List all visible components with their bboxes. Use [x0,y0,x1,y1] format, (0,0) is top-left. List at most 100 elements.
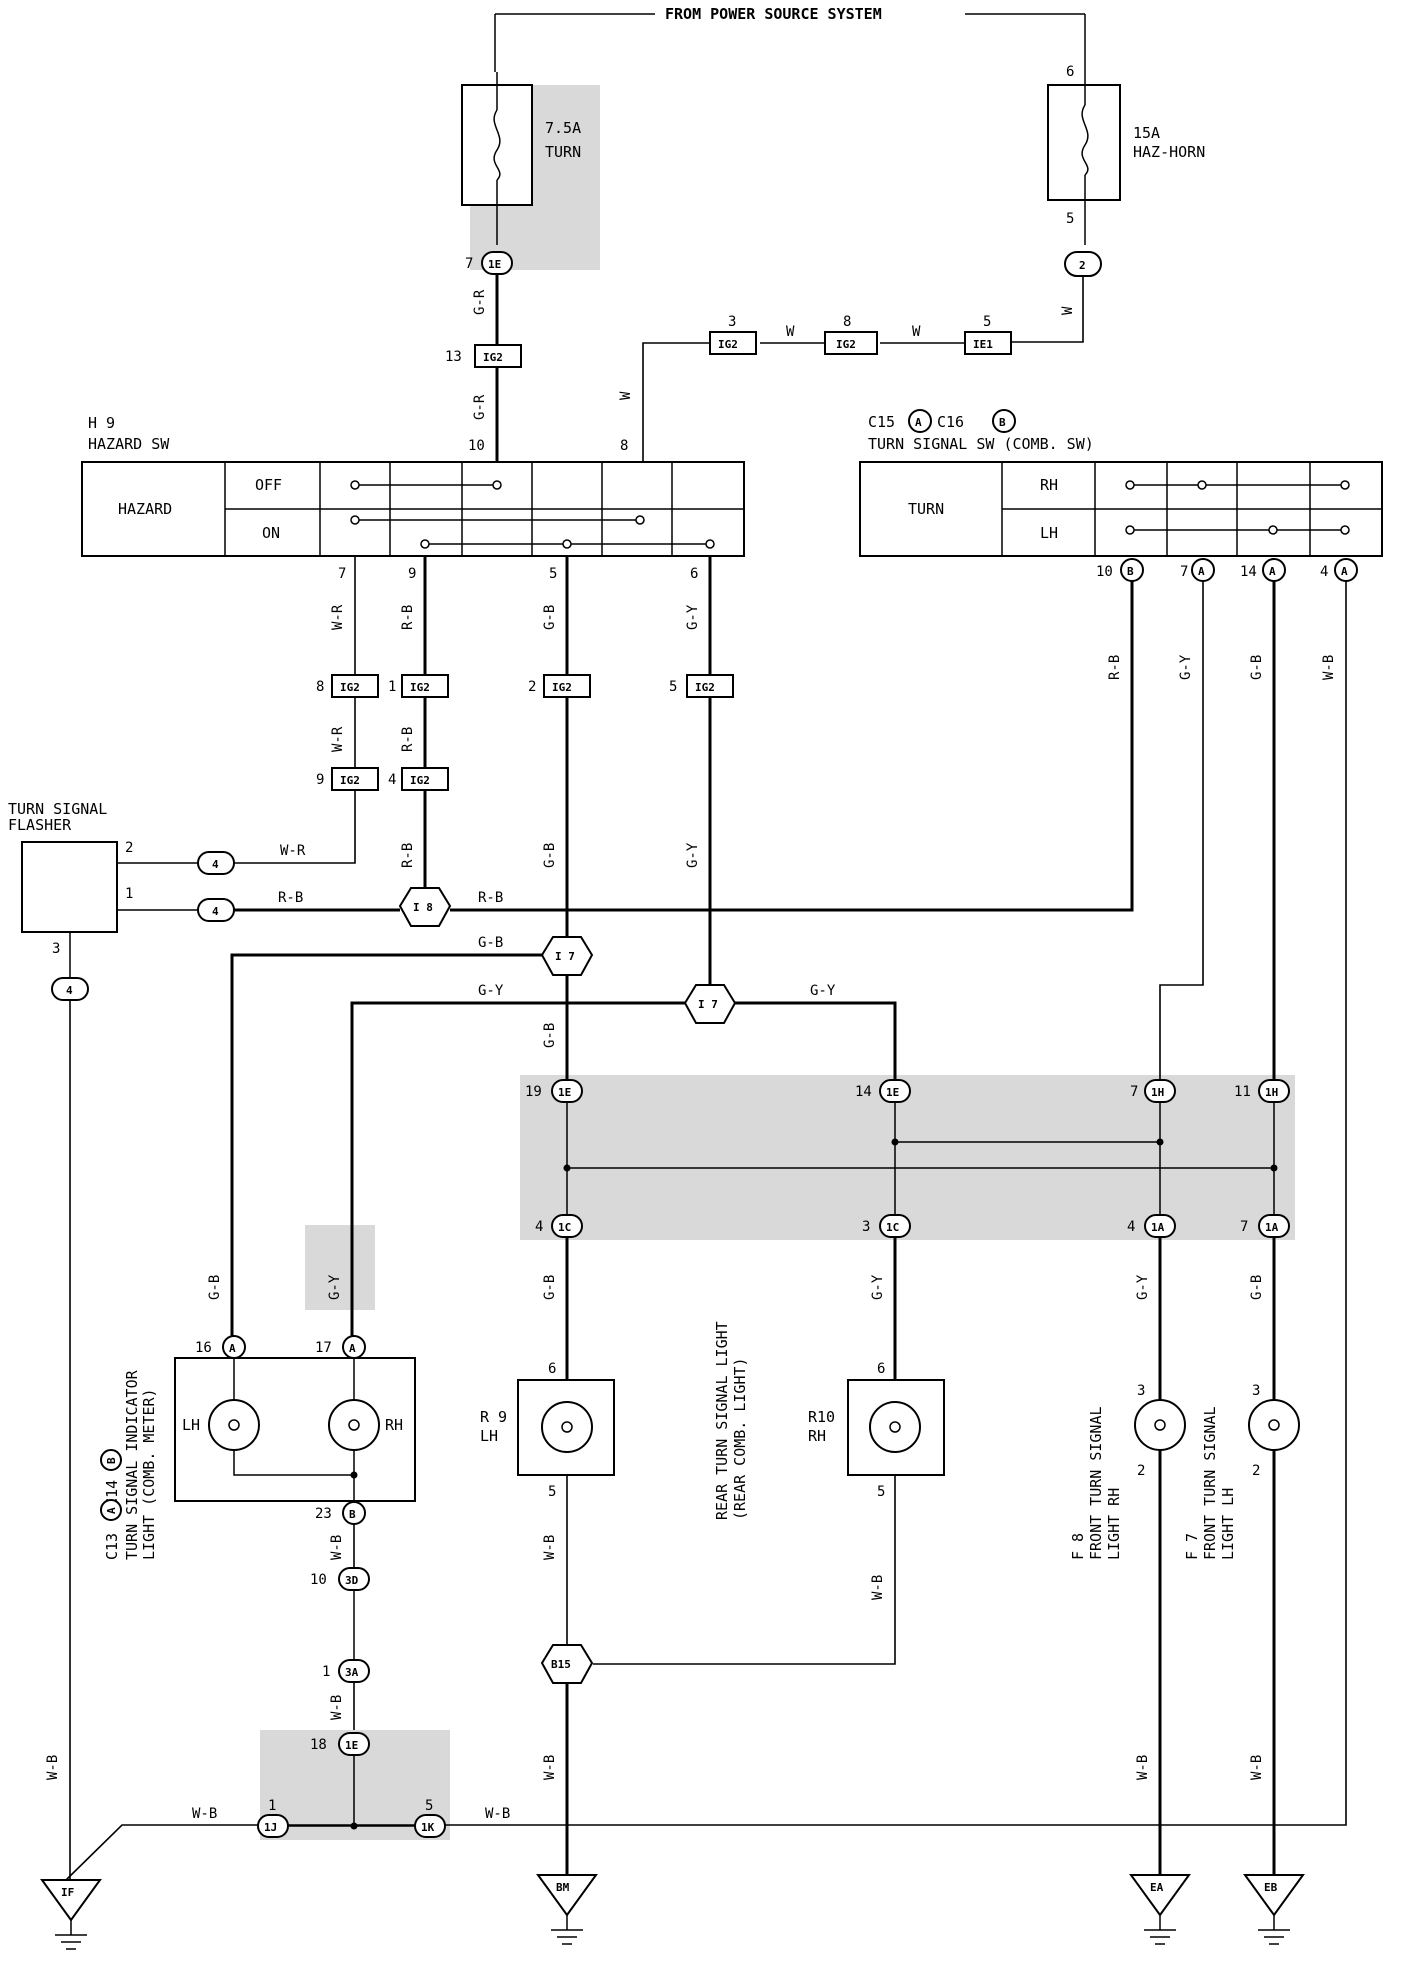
svg-text:IG2: IG2 [836,338,856,351]
fuse-haz-horn-pin-out: 5 [1066,211,1074,227]
turn-signal-flasher: TURN SIGNAL FLASHER 2 1 3 [8,800,133,957]
wire-r-b-label: R-B [1107,655,1123,680]
svg-text:16: 16 [195,1340,212,1356]
junction-b15: B15 [540,1644,594,1684]
svg-text:IG2: IG2 [552,681,572,694]
svg-text:1E: 1E [345,1739,358,1752]
svg-text:6: 6 [877,1361,885,1377]
svg-text:R 9: R 9 [480,1408,507,1426]
turn-sw-ref: C15 [868,413,895,431]
fuse-turn-rating: 7.5A [545,119,581,137]
svg-text:2: 2 [1079,259,1086,272]
svg-text:B: B [349,1508,356,1521]
svg-text:6: 6 [548,1361,556,1377]
svg-text:A: A [105,1507,118,1514]
wire-g-r-label: G-R [472,289,488,315]
wire-r-b-label: R-B [478,890,503,906]
turn-sw-rh: RH [1040,476,1058,494]
svg-text:5: 5 [548,1484,556,1500]
svg-text:B: B [999,416,1006,429]
wire-w-b-label: W-B [192,1806,217,1822]
rear-turn-light-rh: 6 R10 RH 5 [808,1361,945,1500]
wire-w-b [593,1475,896,1665]
connector-4-b: 4 [197,898,235,922]
wire-g-b-label: G-B [542,1275,558,1300]
svg-text:EB: EB [1264,1881,1278,1894]
svg-text:1H: 1H [1151,1086,1164,1099]
wire-g-b-label: G-B [542,605,558,630]
wire-g-b-label: G-B [1249,655,1265,680]
hazard-switch: H 9 HAZARD SW HAZARD OFF ON 10 8 7 9 5 6 [81,414,745,582]
connector-ig2-13: IG2 13 [445,344,522,368]
svg-text:3: 3 [862,1219,870,1235]
svg-text:1A: 1A [1265,1221,1279,1234]
wire-g-y-label: G-Y [685,604,701,630]
svg-text:17: 17 [315,1340,332,1356]
wire-g-y-label: G-Y [1135,1274,1151,1300]
wire-g-b-label: G-B [542,843,558,868]
svg-text:1: 1 [322,1664,330,1680]
wire-g-y-label: G-Y [810,983,836,999]
junction-block-shade [305,1225,375,1310]
wire-g-y-label: G-Y [870,1274,886,1300]
svg-text:3: 3 [1252,1383,1260,1399]
svg-text:IG2: IG2 [340,681,360,694]
svg-text:1H: 1H [1265,1086,1278,1099]
svg-text:11: 11 [1234,1084,1251,1100]
junction-i7-b: I 7 [683,984,737,1024]
hazard-sw-ref: H 9 [88,414,115,432]
svg-text:8: 8 [843,314,851,330]
fuse-turn: 7.5A TURN [461,72,581,245]
svg-text:FLASHER: FLASHER [8,816,72,834]
svg-text:IG2: IG2 [718,338,738,351]
svg-text:I 7: I 7 [698,998,718,1011]
wire-w-label: W [618,391,634,400]
svg-text:B: B [1127,565,1134,578]
indicator-rh: RH [385,1416,403,1434]
wire-g-y-label: G-Y [478,983,504,999]
svg-text:14: 14 [1240,564,1257,580]
svg-text:5: 5 [425,1798,433,1814]
svg-text:R10: R10 [808,1408,835,1426]
svg-text:3: 3 [728,314,736,330]
connector-4-flasher: 4 [51,977,89,1001]
power-source-label: FROM POWER SOURCE SYSTEM [665,5,882,23]
svg-text:7: 7 [338,566,346,582]
fuse-haz-horn-pin-in: 6 [1066,64,1074,80]
svg-text:9: 9 [316,772,324,788]
wire-w-r-label: W-R [330,726,346,752]
turn-sw-name: TURN SIGNAL SW (COMB. SW) [868,435,1094,453]
wire-w-b-label: W-B [1249,1755,1265,1780]
wire-g-y-label: G-Y [1178,654,1194,680]
svg-text:1C: 1C [886,1221,899,1234]
wire-w-r [234,790,356,864]
svg-text:5: 5 [877,1484,885,1500]
junction-block-shade [520,1075,1295,1240]
indicator-line1: TURN SIGNAL INDICATOR [123,1369,141,1560]
svg-text:A: A [1341,565,1348,578]
connectors-lower-row: 1C4 1C3 1A4 1A7 [535,1214,1290,1238]
fuse-haz-horn-name: HAZ-HORN [1133,143,1205,161]
svg-text:23: 23 [315,1506,332,1522]
ground-bm: BM [536,1874,598,1945]
turn-signal-indicator-light: 16 A 17 A LH RH 23 B [174,1335,416,1525]
svg-text:1C: 1C [558,1221,571,1234]
indicator-ref: C13C14 [103,1480,121,1560]
svg-text:B15: B15 [551,1658,571,1671]
svg-text:1K: 1K [421,1821,435,1834]
svg-text:13: 13 [445,349,462,365]
svg-text:7: 7 [1240,1219,1248,1235]
wire-g-b-label: G-B [478,935,503,951]
svg-text:IG2: IG2 [410,774,430,787]
svg-text:A: A [349,1342,356,1355]
wire-w-label: W [1060,306,1076,315]
svg-text:1J: 1J [264,1821,277,1834]
connector-4-a: 4 [197,851,235,875]
svg-text:14: 14 [855,1084,872,1100]
svg-text:B: B [105,1457,118,1464]
front-rh-ref: F 8 [1069,1533,1087,1560]
wire-w-r-label: W-R [330,604,346,630]
